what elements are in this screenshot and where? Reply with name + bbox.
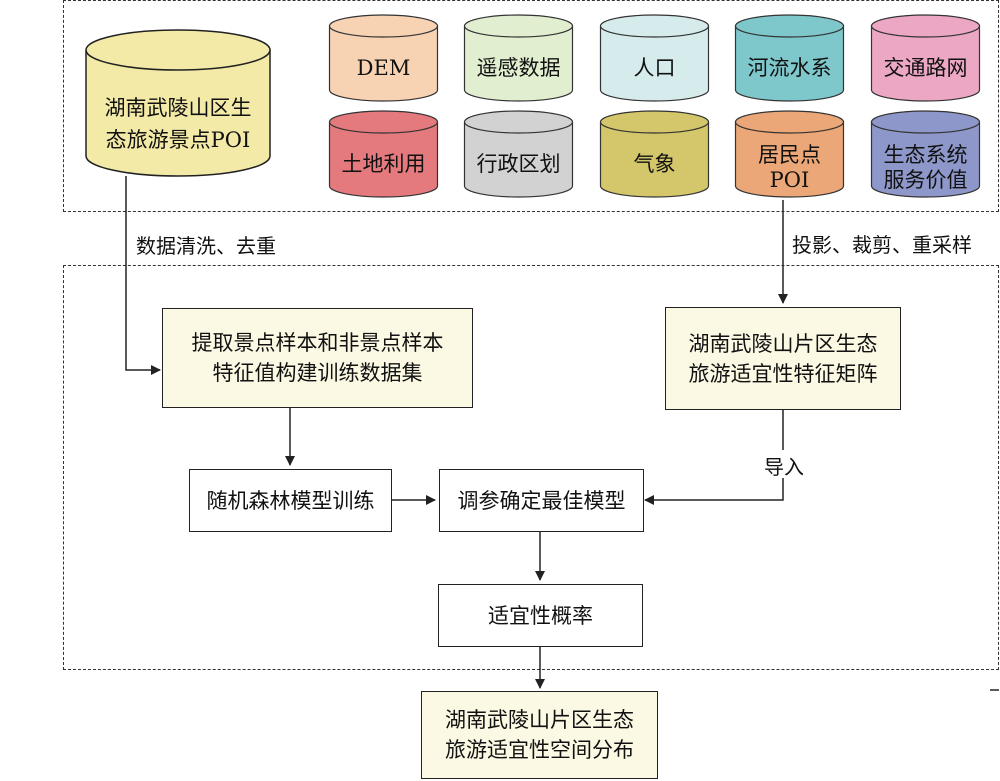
dataset-label: 交通路网: [883, 56, 968, 80]
tune-model-box: 调参确定最佳模型: [439, 469, 644, 532]
dataset-label: 遥感数据: [476, 56, 561, 80]
dataset-cylinder: 河流水系: [734, 14, 845, 102]
spatial-distribution-line2: 旅游适宜性空间分布: [445, 738, 634, 762]
extract-samples-box: 提取景点样本和非景点样本 特征值构建训练数据集: [162, 308, 473, 408]
extract-samples-line2: 特征值构建训练数据集: [212, 361, 423, 385]
dataset-cylinder: DEM: [328, 14, 439, 102]
modeling-group-frame: [63, 265, 999, 670]
dataset-label: 生态系统: [883, 143, 968, 167]
dataset-label: 气象: [633, 152, 676, 176]
dataset-cylinder: 行政区划: [463, 110, 574, 198]
dataset-label: 人口: [633, 56, 676, 80]
dataset-cylinder: 气象: [599, 110, 710, 198]
import-label: 导入: [764, 455, 804, 479]
dataset-label: 河流水系: [747, 56, 832, 80]
feature-matrix-line2: 旅游适宜性特征矩阵: [688, 361, 878, 386]
datasets-group-frame: [63, 0, 999, 212]
tune-model-label: 调参确定最佳模型: [457, 488, 626, 513]
spatial-distribution-box: 湖南武陵山片区生态 旅游适宜性空间分布: [421, 691, 658, 779]
extract-samples-line1: 提取景点样本和非景点样本: [191, 331, 444, 355]
dataset-cylinder: 生态系统服务价值: [870, 110, 981, 198]
dataset-label: 居民点: [758, 143, 821, 167]
rf-training-label: 随机森林模型训练: [206, 488, 375, 513]
dataset-label: DEM: [356, 56, 411, 80]
dataset-cylinder: 交通路网: [870, 14, 981, 102]
dataset-label: POI: [769, 168, 810, 192]
dataset-cylinder: 人口: [599, 14, 710, 102]
rf-training-box: 随机森林模型训练: [189, 469, 392, 532]
poi-source-label-2: 态旅游景点POI: [105, 128, 251, 152]
suitability-probability-box: 适宜性概率: [438, 584, 643, 647]
project-label: 投影、裁剪、重采样: [792, 233, 972, 257]
spatial-distribution-line1: 湖南武陵山片区生态: [445, 708, 634, 732]
dataset-label: 行政区划: [476, 152, 561, 176]
feature-matrix-line1: 湖南武陵山片区生态: [688, 331, 878, 356]
suitability-probability-label: 适宜性概率: [488, 603, 593, 628]
dataset-label: 服务价值: [883, 168, 968, 192]
feature-matrix-box: 湖南武陵山片区生态 旅游适宜性特征矩阵: [665, 307, 901, 410]
clean-label: 数据清洗、去重: [136, 234, 276, 258]
dataset-cylinder: 土地利用: [328, 110, 439, 198]
dataset-cylinder: 遥感数据: [463, 14, 574, 102]
dataset-label: 土地利用: [341, 152, 426, 176]
poi-source-label-1: 湖南武陵山区生: [104, 96, 252, 120]
poi-source-cylinder: 湖南武陵山区生 态旅游景点POI: [84, 28, 272, 178]
